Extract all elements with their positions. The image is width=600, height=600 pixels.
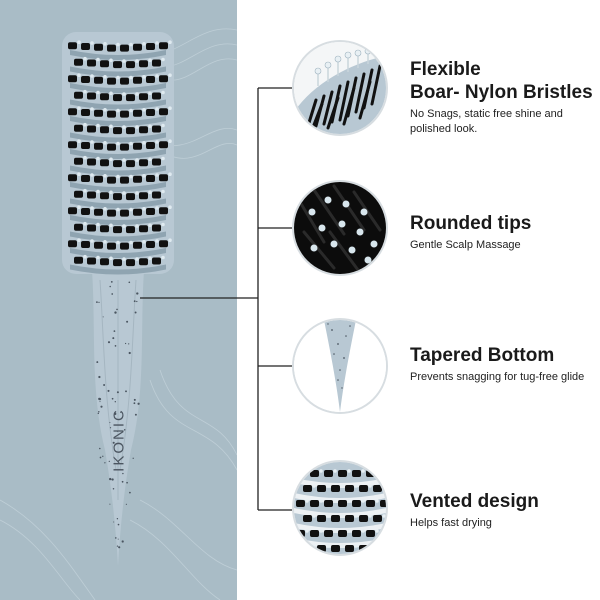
feature-item-tapered-bottom: Tapered Bottom Prevents snagging for tug… (410, 344, 595, 385)
feature-description: Prevents snagging for tug-free glide (410, 371, 585, 383)
hair-brush (62, 32, 174, 566)
feature-item-flexible-bristles: Flexible Boar- Nylon Bristles No Snags, … (410, 58, 595, 137)
feature-description: No Snags, static free shine and polished… (410, 108, 563, 135)
feature-title-line1: Flexible (410, 59, 481, 80)
feature-description: Gentle Scalp Massage (410, 239, 521, 251)
bristles-closeup-icon (292, 40, 388, 136)
feature-title: Vented design (410, 491, 539, 512)
rounded-tips-closeup-icon (292, 180, 388, 276)
feature-title-line2: Boar- Nylon Bristles (410, 82, 593, 103)
feature-description: Helps fast drying (410, 517, 492, 529)
feature-item-rounded-tips: Rounded tips Gentle Scalp Massage (410, 212, 595, 253)
feature-item-vented-design: Vented design Helps fast drying (410, 490, 595, 531)
feature-title: Tapered Bottom (410, 345, 555, 366)
handle-speckles (96, 280, 140, 549)
feature-title: Flexible Boar- Nylon Bristles (410, 58, 595, 104)
feature-title: Rounded tips (410, 213, 532, 234)
bristle-rows (68, 40, 172, 275)
vented-barrel-closeup-icon (292, 460, 388, 556)
tapered-handle-closeup-icon (292, 318, 388, 414)
